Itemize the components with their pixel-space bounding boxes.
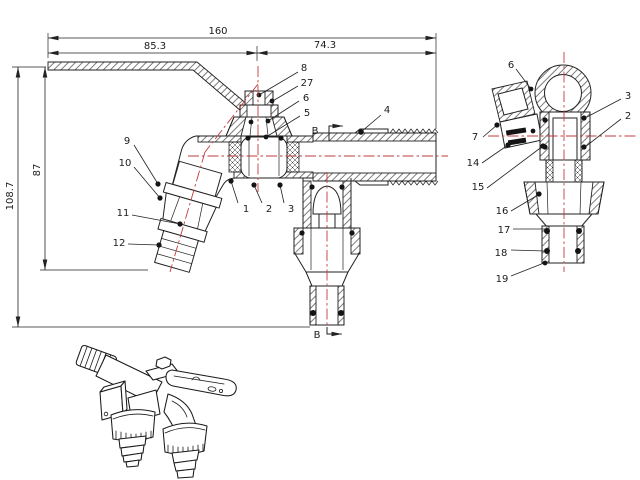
handle-lever — [47, 61, 249, 112]
handle-ring-inner — [544, 74, 582, 112]
callout-5: 5 — [304, 108, 310, 119]
handle-block — [491, 80, 543, 149]
callout-11: 11 — [117, 208, 130, 219]
iso-right-outlet — [162, 422, 208, 479]
iso-handle — [165, 369, 237, 397]
dim-handle-segment: 85.3 — [144, 41, 166, 52]
callout-s17: 17 — [498, 225, 511, 236]
callout-s19: 19 — [496, 274, 509, 285]
callout-1: 1 — [243, 204, 249, 215]
callout-s2: 2 — [625, 111, 631, 122]
callout-12: 12 — [113, 238, 126, 249]
dim-inlet-segment: 74.3 — [314, 40, 336, 51]
callout-9: 9 — [124, 136, 130, 147]
section-valve-body — [539, 111, 591, 183]
section-label-b-bottom: B — [314, 330, 321, 341]
section-label-b-top: B — [312, 126, 319, 137]
section-marker-top: B — [312, 123, 343, 141]
iso-left-outlet — [110, 389, 161, 468]
dim-height-to-spout: 87 — [32, 164, 43, 177]
main-view-callouts: 8 27 6 5 4 9 10 11 12 1 2 3 — [113, 63, 391, 249]
callout-s6: 6 — [508, 60, 514, 71]
callout-6: 6 — [303, 93, 309, 104]
callout-10: 10 — [119, 158, 132, 169]
section-outlet-barb — [535, 213, 593, 266]
dim-overall-height: 108.7 — [5, 182, 16, 211]
main-view: B B — [47, 61, 448, 341]
inlet-pipe — [312, 128, 439, 186]
iso-side-block — [99, 380, 128, 421]
section-marker-bottom: B — [314, 327, 342, 341]
centerline-bore — [204, 83, 259, 153]
section-view — [488, 52, 638, 272]
callout-3: 3 — [288, 204, 294, 215]
callout-s18: 18 — [495, 248, 508, 259]
callout-8: 8 — [301, 63, 307, 74]
dimensions: 160 85.3 74.3 87 108.7 — [5, 26, 437, 328]
callout-4: 4 — [384, 105, 390, 116]
isometric-view — [75, 344, 237, 479]
callout-s14: 14 — [467, 158, 480, 169]
iso-stem-nut — [155, 356, 172, 370]
valve-body — [170, 92, 314, 203]
section-view-callouts: 6 3 2 7 14 15 16 17 18 19 — [467, 60, 632, 285]
callout-s7: 7 — [472, 132, 478, 143]
centerline-angled-outlet — [169, 151, 206, 273]
callout-s15: 15 — [472, 182, 485, 193]
dim-overall-length: 160 — [208, 26, 227, 37]
ball — [240, 136, 288, 179]
callout-2: 2 — [266, 204, 272, 215]
callout-s3: 3 — [625, 91, 631, 102]
callout-27: 27 — [301, 78, 314, 89]
callout-s16: 16 — [496, 206, 509, 217]
